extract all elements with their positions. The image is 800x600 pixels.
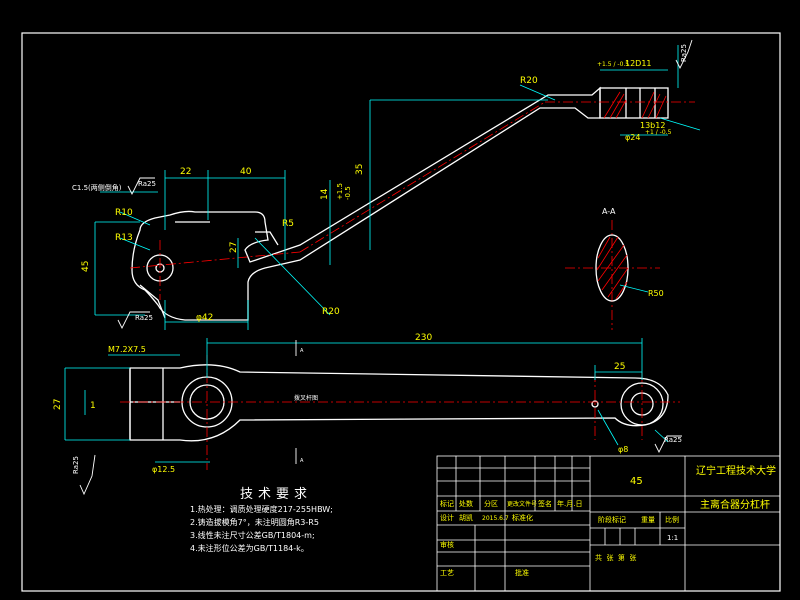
design-date: 2015.6.7 bbox=[482, 515, 509, 522]
fork-tol: +1.5 / -0.5 bbox=[597, 61, 629, 68]
designer-label: 设计 bbox=[440, 513, 454, 522]
top-centerlines bbox=[129, 101, 695, 300]
roughness-symbols-front bbox=[79, 435, 682, 496]
row-label: 签名 bbox=[538, 499, 552, 508]
radius-r13: R13 bbox=[115, 233, 133, 243]
radius-r5: R5 bbox=[282, 219, 294, 229]
weight-label: 重量 bbox=[641, 516, 655, 524]
section-mark-top: A bbox=[300, 348, 304, 354]
scale-value: 1:1 bbox=[667, 534, 678, 542]
roughness-symbols-top bbox=[117, 39, 693, 330]
review-label: 审核 bbox=[440, 540, 454, 549]
chamfer-note: C1.5(两侧倒角) bbox=[72, 183, 122, 192]
title-block-text: 辽宁工程技术大学 主离合器分杠杆 45 标记 处数 分区 更改文件号 签名 年.… bbox=[440, 464, 776, 577]
dim-25: 25 bbox=[614, 362, 625, 372]
fork-hatch bbox=[603, 91, 667, 119]
section-view: A-A R50 bbox=[565, 207, 664, 330]
tech-req-item: 1.热处理：调质处理硬度217-255HBW; bbox=[190, 504, 333, 514]
dim-phi12: φ12.5 bbox=[152, 465, 175, 474]
dim-14: 14 bbox=[320, 188, 330, 200]
section-radius: R50 bbox=[648, 289, 664, 298]
radius-r10: R10 bbox=[115, 208, 133, 218]
tech-requirements: 技术要求 1.热处理：调质处理硬度217-255HBW; 2.铸造拔模角7°，未… bbox=[190, 487, 333, 553]
dim-35: 35 bbox=[355, 164, 365, 175]
row-label: 分区 bbox=[484, 499, 498, 508]
roughness-top-left: Ra25 bbox=[138, 180, 156, 188]
row-label: 更改文件号 bbox=[507, 500, 537, 508]
section-mark-bottom: A bbox=[300, 458, 304, 464]
thread-note: M7.2X7.5 bbox=[108, 345, 146, 354]
designer-name: 胡凯 bbox=[459, 513, 473, 522]
fork-dim-13b12: 13b12 bbox=[640, 121, 665, 130]
row-label: 处数 bbox=[459, 499, 473, 508]
dim-22: 22 bbox=[180, 167, 191, 177]
row-label: 年.月.日 bbox=[557, 499, 582, 508]
dim-1: 1 bbox=[90, 401, 96, 411]
dim-14-tol-lower: -0.5 bbox=[344, 186, 352, 200]
tech-req-item: 3.线性未注尺寸公差GB/T1804-m; bbox=[190, 530, 315, 540]
dim-phi42: φ42 bbox=[196, 313, 213, 323]
tech-req-item: 4.未注形位公差为GB/T1184-k。 bbox=[190, 543, 309, 553]
fork-dim-12d11: 12D11 bbox=[625, 59, 652, 68]
front-view bbox=[129, 364, 669, 442]
front-dimensions bbox=[64, 338, 669, 463]
approve-label: 批准 bbox=[515, 568, 529, 577]
row-label: 标记 bbox=[440, 499, 454, 508]
radius-r20-left: R20 bbox=[322, 307, 340, 317]
front-center-label: 拨叉杆图 bbox=[294, 394, 318, 402]
scale-label: 比例 bbox=[665, 515, 679, 524]
radius-r20-top: R20 bbox=[520, 76, 538, 86]
section-label: A-A bbox=[602, 207, 616, 216]
title-block bbox=[436, 455, 781, 592]
drawing-frame bbox=[21, 32, 781, 592]
material: 45 bbox=[630, 476, 643, 487]
roughness-bottom-left: Ra25 bbox=[135, 314, 153, 322]
sheet-text: 共 张 第 张 bbox=[595, 553, 636, 562]
dim-45: 45 bbox=[81, 261, 91, 272]
part-name: 主离合器分杠杆 bbox=[700, 498, 770, 511]
top-view bbox=[131, 86, 669, 321]
dim-phi8: φ8 bbox=[618, 445, 628, 454]
top-dimensions bbox=[94, 45, 701, 330]
dim-14-tol-upper: +1.5 bbox=[336, 183, 344, 200]
dim-27: 27 bbox=[229, 242, 239, 253]
fork-dim-phi24: φ24 bbox=[625, 133, 640, 142]
roughness-top-right: Ra25 bbox=[680, 44, 688, 62]
fork-tol2: +1 / -0.5 bbox=[645, 129, 672, 136]
roughness-front-left: Ra25 bbox=[72, 456, 80, 474]
process-label: 工艺 bbox=[440, 569, 454, 577]
standardization-label: 标准化 bbox=[512, 513, 533, 522]
tech-req-title: 技术要求 bbox=[240, 487, 312, 502]
stage-label: 阶段标记 bbox=[598, 515, 626, 524]
roughness-front-right: Ra25 bbox=[664, 436, 682, 444]
dim-40: 40 bbox=[240, 167, 252, 177]
tech-req-item: 2.铸造拔模角7°，未注明圆角R3-R5 bbox=[190, 517, 319, 527]
university-name: 辽宁工程技术大学 bbox=[696, 464, 776, 477]
dim-230: 230 bbox=[415, 333, 432, 343]
dim-27-front: 27 bbox=[53, 399, 63, 410]
